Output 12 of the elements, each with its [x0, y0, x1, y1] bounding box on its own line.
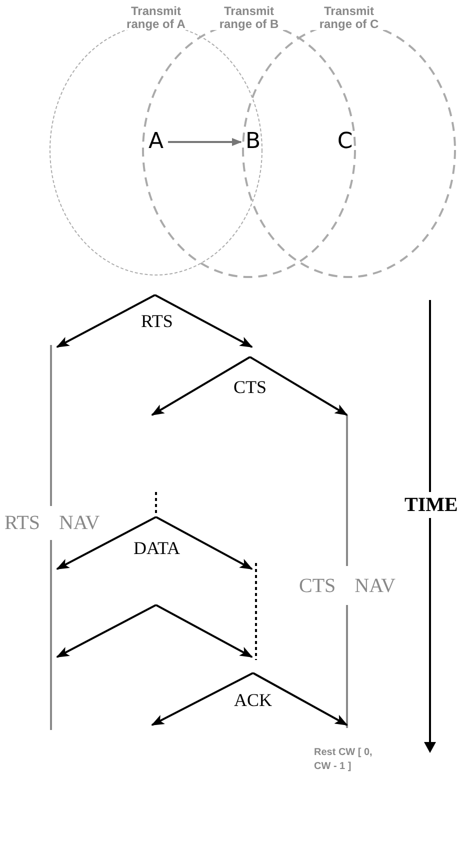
station-label: C [336, 128, 354, 156]
signal-label: CTS [234, 376, 267, 398]
station-label: A [147, 128, 165, 156]
arrow [168, 138, 242, 146]
signal-label: ACK [234, 689, 272, 711]
note-text: Rest CW [ 0, CW - 1 ] [314, 746, 374, 774]
nav-label: RTS NAV [4, 511, 100, 536]
signal-label: RTS [141, 310, 173, 332]
station-label: B [244, 128, 262, 156]
nav-label: CTS NAV [299, 574, 396, 599]
axis-label: TIME [404, 492, 458, 518]
signal-label: DATA [134, 537, 180, 559]
